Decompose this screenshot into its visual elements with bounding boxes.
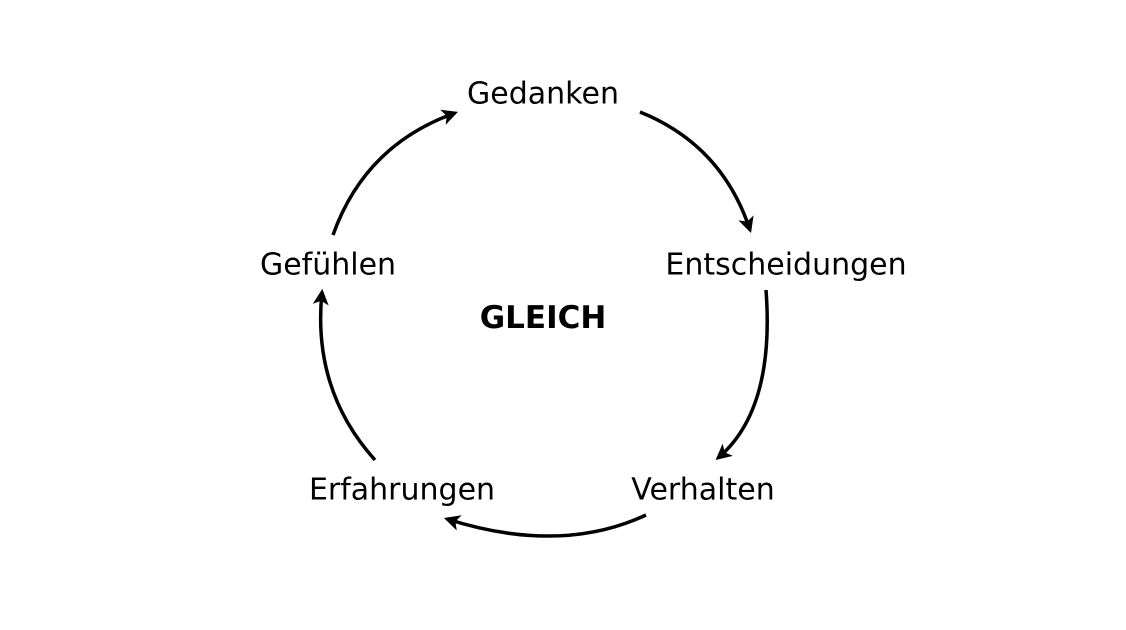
arrow-erfahrungen-to-gefuehlen xyxy=(312,288,377,462)
center-label: GLEICH xyxy=(479,300,607,336)
arrow-gefuehlen-to-gedanken xyxy=(331,109,459,236)
node-entscheidungen: Entscheidungen xyxy=(665,247,907,283)
arrow-verhalten-to-erfahrungen xyxy=(443,513,647,538)
node-gefuehlen: Gefühlen xyxy=(259,247,397,283)
node-verhalten: Verhalten xyxy=(631,472,775,508)
arrow-entscheidungen-to-verhalten xyxy=(715,289,769,461)
node-erfahrungen: Erfahrungen xyxy=(308,472,496,508)
node-gedanken: Gedanken xyxy=(467,76,619,112)
arrow-gedanken-to-entscheidungen xyxy=(639,110,754,234)
